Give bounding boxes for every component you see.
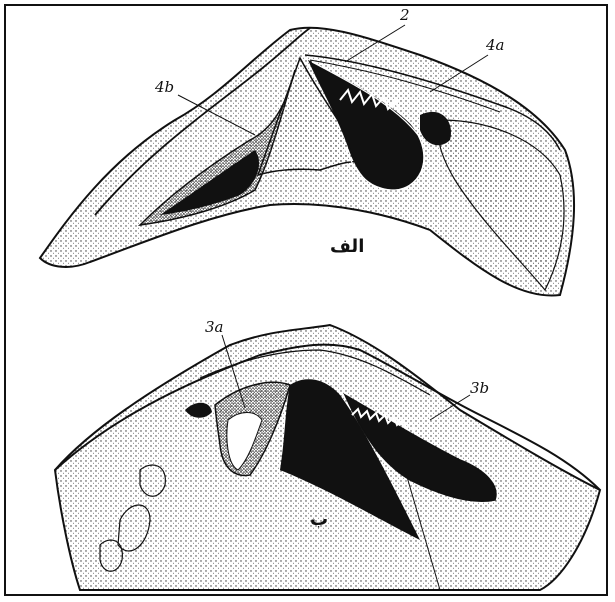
label-3b: 3b (470, 379, 489, 397)
panel-b-caption: ب (310, 509, 328, 530)
label-2: 2 (399, 6, 410, 24)
label-4b: 4b (154, 78, 174, 96)
label-3a: 3a (205, 318, 224, 336)
label-4a: 4a (485, 36, 505, 54)
panel-a-caption: الف (330, 236, 364, 257)
panel-a (40, 28, 574, 296)
panel-b (55, 325, 600, 590)
